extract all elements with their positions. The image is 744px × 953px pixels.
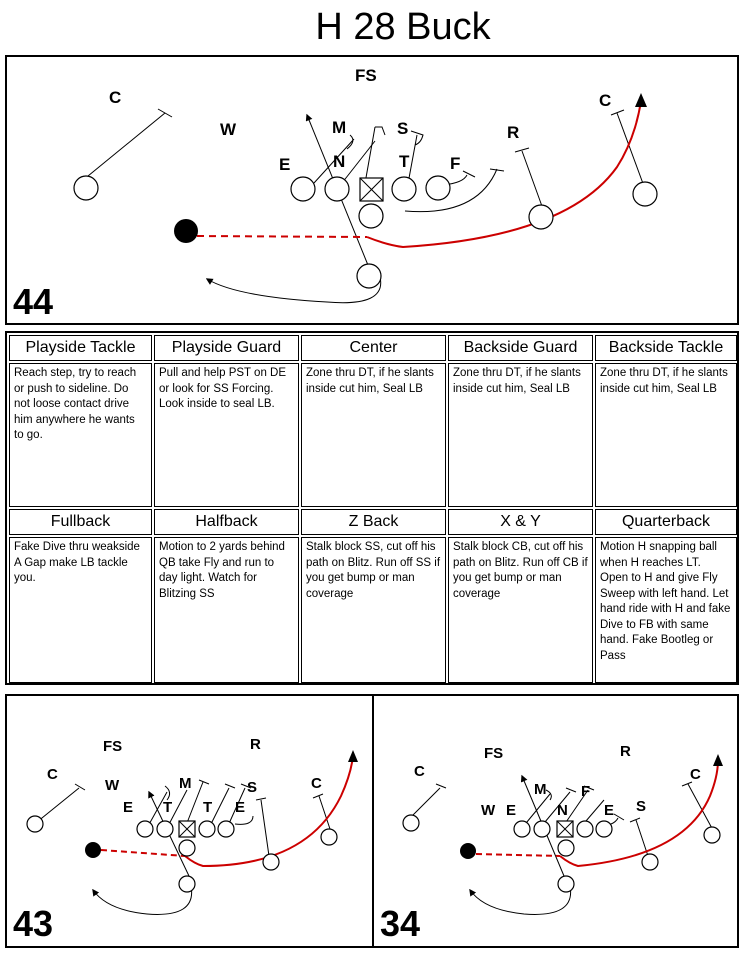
hdr-playside-tackle: Playside Tackle <box>9 335 152 361</box>
player-z <box>528 204 554 230</box>
label-n: N <box>557 802 568 819</box>
hdr-fullback: Fullback <box>9 509 152 535</box>
txt-x-y: Stalk block CB, cut off his path on Blit… <box>448 537 593 683</box>
label-m: M <box>179 775 192 792</box>
label-c-left: C <box>414 763 425 780</box>
label-w: W <box>105 777 120 794</box>
offense <box>402 814 721 893</box>
offense <box>73 175 658 289</box>
label-w: W <box>481 802 496 819</box>
assignments-grid: Playside Tackle Playside Guard Center Ba… <box>5 331 739 685</box>
label-r: R <box>250 736 261 753</box>
label-t-right: T <box>203 799 212 816</box>
player-x <box>73 175 99 201</box>
label-c-left: C <box>109 88 121 107</box>
blocking-lines <box>36 779 332 857</box>
player-lg <box>324 176 350 202</box>
label-e-right: E <box>235 799 245 816</box>
hb-sweep-route <box>184 755 354 868</box>
player-rg <box>391 176 417 202</box>
play-title: H 28 Buck <box>315 6 491 48</box>
player-y <box>632 181 658 207</box>
txt-z-back: Stalk block SS, cut off his path on Blit… <box>301 537 446 683</box>
diagram-44-svg: FS C C W M S R E N T F <box>13 66 658 322</box>
diagram-44-panel: FS C C W M S R E N T F <box>5 55 739 325</box>
txt-backside-tackle: Zone thru DT, if he slants inside cut hi… <box>595 363 737 507</box>
label-t: T <box>399 152 410 171</box>
sweep-arrowhead <box>713 754 723 766</box>
txt-quarterback: Motion H snapping ball when H reaches LT… <box>595 537 737 683</box>
txt-fullback: Fake Dive thru weakside A Gap make LB ta… <box>9 537 152 683</box>
formation-43-label: 43 <box>13 903 53 944</box>
label-e-left: E <box>506 802 516 819</box>
blocking-lines <box>407 781 715 857</box>
blocking-lines <box>76 108 646 213</box>
label-f: F <box>581 783 590 800</box>
label-t-left: T <box>163 799 172 816</box>
player-qb <box>358 203 384 229</box>
hdr-quarterback: Quarterback <box>595 509 737 535</box>
player-hb <box>460 843 476 859</box>
qb-bootleg-route <box>205 276 382 304</box>
hb-motion <box>100 849 186 857</box>
hdr-backside-guard: Backside Guard <box>448 335 593 361</box>
label-fs: FS <box>484 745 503 762</box>
label-w: W <box>220 120 237 139</box>
hdr-backside-tackle: Backside Tackle <box>595 335 737 361</box>
diagram-43-svg: FS R C W M S C E T T E <box>13 736 358 944</box>
label-e-right: E <box>604 802 614 819</box>
player-hb <box>85 842 101 858</box>
offense <box>26 815 338 893</box>
label-fs: FS <box>103 738 122 755</box>
label-m: M <box>534 781 547 798</box>
formation-44-label: 44 <box>13 281 53 322</box>
hdr-playside-guard: Playside Guard <box>154 335 299 361</box>
label-r: R <box>507 123 519 142</box>
diagram-34-panel: FS R C C M F W E N E S <box>372 694 739 948</box>
diagram-34-svg: FS R C C M F W E N E S <box>380 743 723 944</box>
label-f: F <box>450 154 460 173</box>
label-c-right: C <box>311 775 322 792</box>
player-fb <box>356 263 382 289</box>
hdr-halfback: Halfback <box>154 509 299 535</box>
txt-center: Zone thru DT, if he slants inside cut hi… <box>301 363 446 507</box>
txt-playside-guard: Pull and help PST on DE or look for SS F… <box>154 363 299 507</box>
formation-34-label: 34 <box>380 903 420 944</box>
label-r: R <box>620 743 631 760</box>
sweep-arrowhead <box>348 750 358 762</box>
diagram-43-panel: FS R C W M S C E T T E <box>5 694 374 948</box>
label-e: E <box>279 155 290 174</box>
txt-playside-tackle: Reach step, try to reach or push to side… <box>9 363 152 507</box>
qb-bootleg-route <box>469 885 572 915</box>
txt-backside-guard: Zone thru DT, if he slants inside cut hi… <box>448 363 593 507</box>
sweep-arrowhead <box>635 93 647 107</box>
label-fs: FS <box>355 66 377 85</box>
player-hb <box>174 219 198 243</box>
hdr-z-back: Z Back <box>301 509 446 535</box>
label-s: S <box>247 779 257 796</box>
hb-motion <box>196 235 368 238</box>
player-lt <box>290 176 316 202</box>
label-n: N <box>333 152 345 171</box>
label-e-left: E <box>123 799 133 816</box>
hb-motion <box>475 853 561 857</box>
label-s: S <box>636 798 646 815</box>
label-c-right: C <box>690 766 701 783</box>
player-rt <box>425 175 451 201</box>
txt-halfback: Motion to 2 yards behind QB take Fly and… <box>154 537 299 683</box>
label-c-left: C <box>47 766 58 783</box>
hdr-x-y: X & Y <box>448 509 593 535</box>
hb-sweep-route <box>559 759 719 868</box>
label-c-right: C <box>599 91 611 110</box>
label-m: M <box>332 118 346 137</box>
hdr-center: Center <box>301 335 446 361</box>
label-s: S <box>397 119 408 138</box>
qb-bootleg-route <box>92 885 193 915</box>
